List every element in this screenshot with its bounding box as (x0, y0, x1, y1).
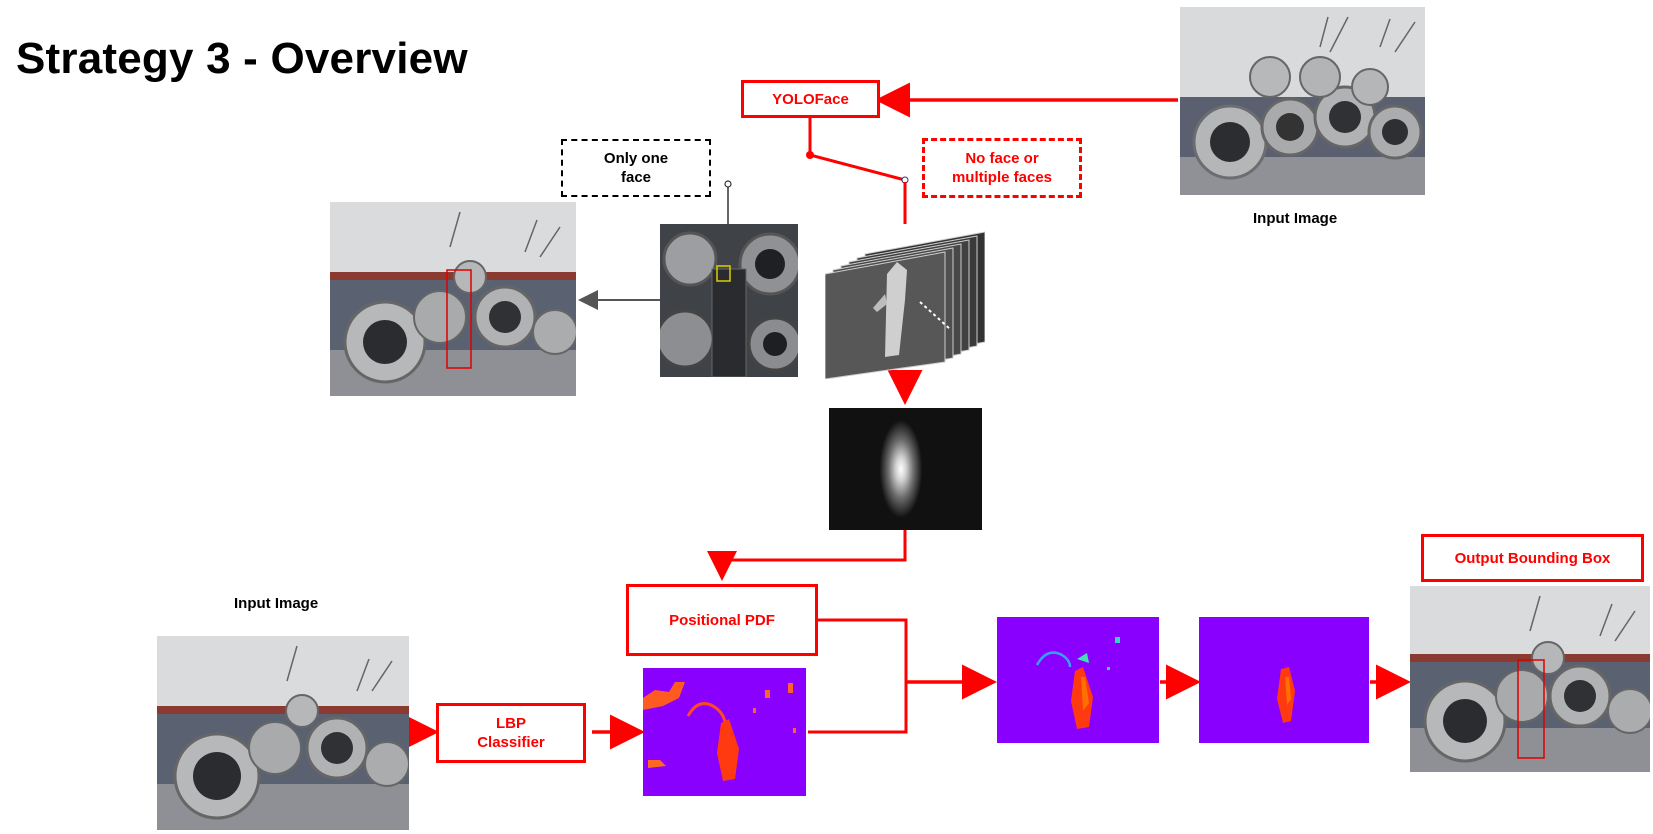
lbp-classifier-box: LBP Classifier (436, 703, 586, 763)
lbp-map-icon (643, 668, 806, 796)
output-bounding-box-box: Output Bounding Box (1421, 534, 1644, 582)
face-crop-image (660, 224, 798, 377)
no-face-box: No face or multiple faces (922, 138, 1082, 198)
yoloface-label: YOLOFace (772, 90, 849, 108)
input-image-top (1180, 7, 1425, 195)
output-bbox (1517, 659, 1545, 759)
pipes-photo-icon (1180, 7, 1425, 195)
combined-map (997, 617, 1159, 743)
lbp-classifier-label: LBP Classifier (477, 715, 545, 751)
frame-stack-icon (825, 231, 985, 379)
frame-stack (825, 224, 985, 379)
yoloface-box: YOLOFace (741, 80, 880, 118)
input-image-caption-top: Input Image (1253, 210, 1338, 227)
combined-map-icon (997, 617, 1159, 743)
only-one-face-box: Only one face (561, 139, 711, 197)
input-image-caption-bottom: Input Image (234, 595, 319, 612)
oneface-dot (724, 180, 732, 188)
positional-pdf-label: Positional PDF (669, 611, 775, 629)
output-image (1410, 586, 1650, 772)
page-title: Strategy 3 - Overview (16, 34, 468, 83)
pipes-photo-icon (1410, 586, 1650, 772)
detection-bbox (446, 269, 472, 369)
face-box-icon (716, 265, 731, 282)
pipes-photo-icon (157, 636, 409, 830)
positional-heatmap (829, 408, 982, 530)
filtered-map (1199, 617, 1369, 743)
branch-dot (806, 151, 814, 159)
only-one-face-label: Only one face (603, 150, 669, 186)
input-image-bottom (157, 636, 409, 830)
face-result-image (330, 202, 576, 396)
arrow-heatmap-to-pdf (707, 530, 907, 581)
face-crop-icon (660, 224, 798, 377)
no-face-label: No face or multiple faces (951, 150, 1053, 186)
pipes-photo-icon (330, 202, 576, 396)
connector-yoloface-branch (808, 117, 906, 182)
lbp-map (643, 668, 806, 796)
output-bounding-box-label: Output Bounding Box (1454, 549, 1611, 567)
connector-pdf-merge (818, 618, 908, 682)
filtered-map-icon (1199, 617, 1369, 743)
positional-pdf-box: Positional PDF (626, 584, 818, 656)
connector-lbp-merge (808, 682, 908, 734)
